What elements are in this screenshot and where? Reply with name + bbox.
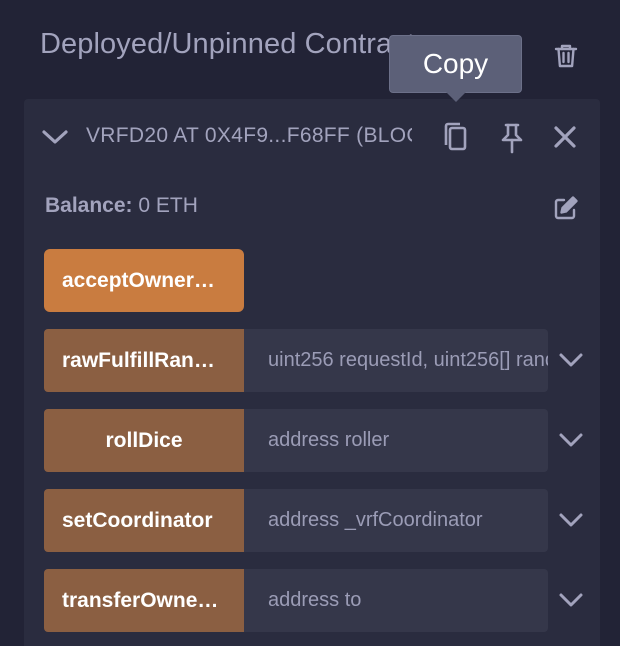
chevron-down-icon[interactable] (556, 587, 586, 613)
tooltip-arrow (446, 92, 466, 102)
chevron-down-icon[interactable] (38, 122, 72, 152)
function-label: rawFulfillRandomWords (62, 348, 226, 372)
chevron-down-icon[interactable] (556, 507, 586, 533)
function-button-rawfulfillrandomwords[interactable]: rawFulfillRandomWords (44, 329, 244, 392)
contract-name[interactable]: VRFD20 AT 0X4F9...F68FF (BLOCKCHAIN) (86, 124, 412, 147)
pin-icon[interactable] (497, 120, 527, 156)
trash-icon[interactable] (552, 42, 580, 70)
section-title: Deployed/Unpinned Contracts (40, 28, 430, 60)
function-label: rollDice (105, 428, 183, 452)
function-button-rolldice[interactable]: rollDice (44, 409, 244, 472)
copy-tooltip: Copy (389, 35, 522, 93)
function-label: transferOwnership (62, 588, 226, 612)
function-button-setcoordinator[interactable]: setCoordinator (44, 489, 244, 552)
balance-label: Balance: (45, 194, 133, 217)
balance: Balance: 0 ETH (45, 194, 198, 218)
function-input-rolldice[interactable]: address roller (244, 409, 548, 472)
close-icon[interactable] (551, 123, 579, 151)
balance-value: 0 ETH (138, 194, 198, 217)
function-input-setcoordinator[interactable]: address _vrfCoordinator (244, 489, 548, 552)
chevron-down-icon[interactable] (556, 347, 586, 373)
function-input-transferownership[interactable]: address to (244, 569, 548, 632)
function-input-rawfulfillrandomwords[interactable]: uint256 requestId, uint256[] randomWords (244, 329, 548, 392)
function-label: acceptOwnership (62, 268, 226, 292)
chevron-down-icon[interactable] (556, 427, 586, 453)
function-label: setCoordinator (62, 508, 213, 532)
function-button-acceptownership[interactable]: acceptOwnership (44, 249, 244, 312)
edit-icon[interactable] (552, 194, 580, 222)
function-button-transferownership[interactable]: transferOwnership (44, 569, 244, 632)
copy-icon[interactable] (440, 120, 472, 156)
